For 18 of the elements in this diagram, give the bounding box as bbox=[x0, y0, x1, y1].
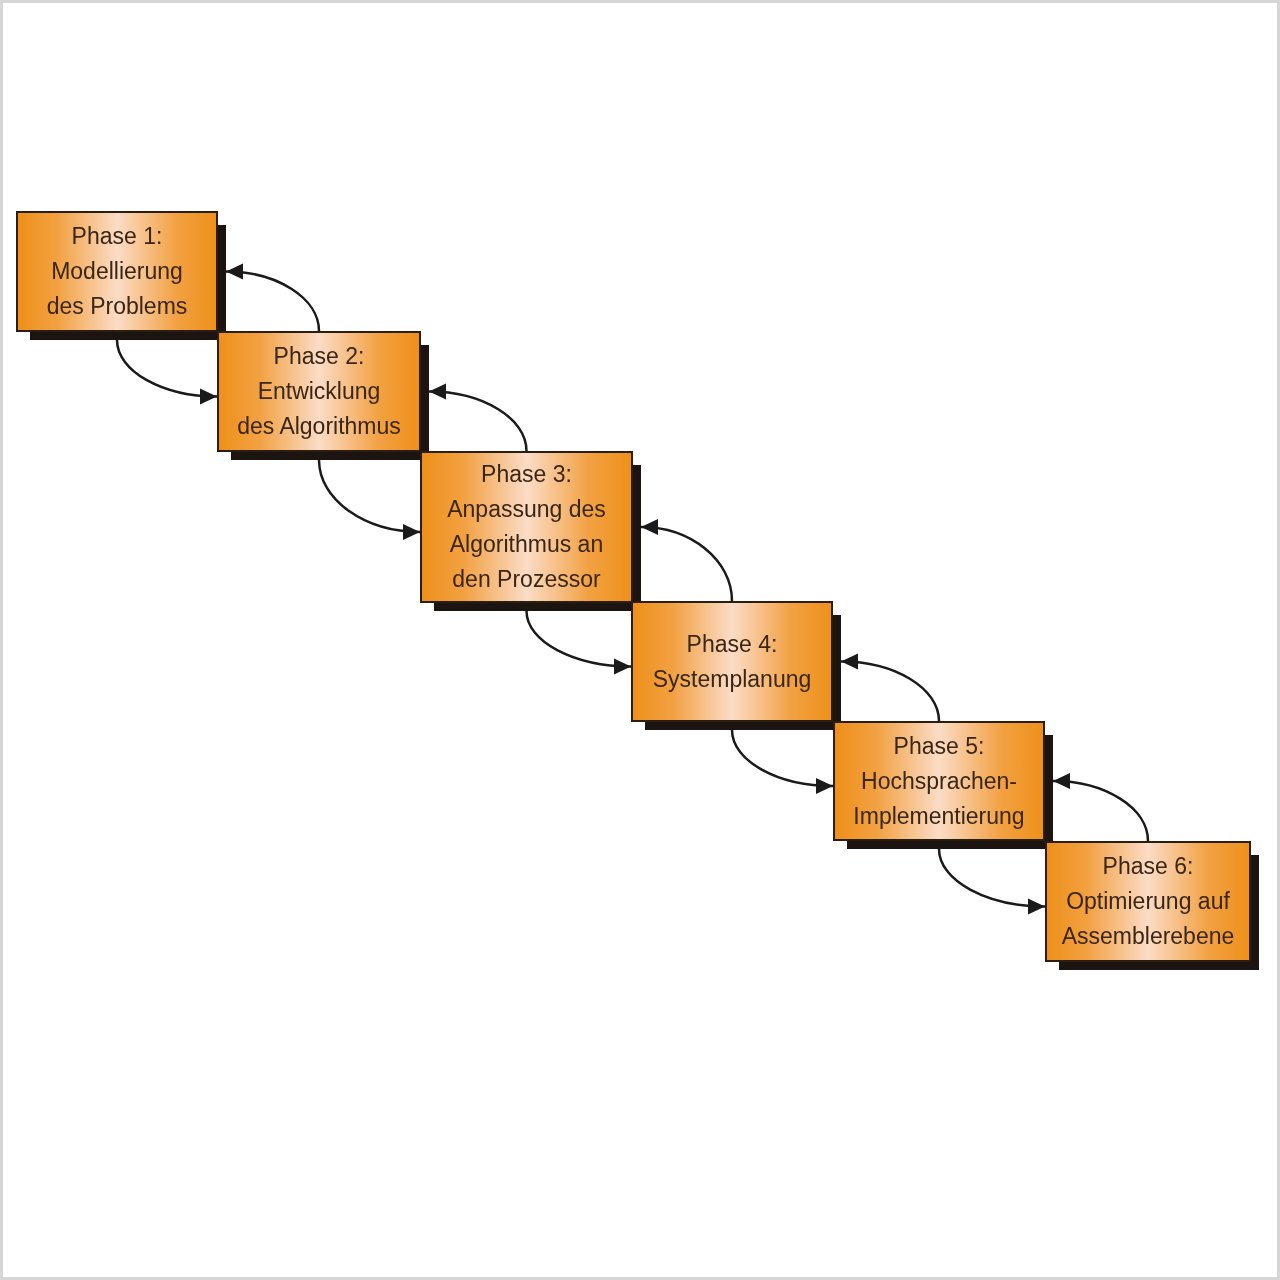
phase-box bbox=[1045, 841, 1259, 970]
phase-box bbox=[631, 601, 841, 730]
phase-heading: Phase 3: bbox=[480, 460, 573, 489]
phase-title: Systemplanung bbox=[651, 664, 813, 694]
phase-title: Anpassung des Algorithmus an den Prozessor bbox=[446, 495, 607, 594]
phase-heading: Phase 1: bbox=[70, 222, 164, 251]
phase-title: Optimierung auf Assemblerebene bbox=[1060, 887, 1236, 951]
phase-title: Hochsprachen-Implementierung bbox=[852, 766, 1026, 831]
phase-box bbox=[420, 451, 641, 611]
phase-title: Modellierung des Problems bbox=[45, 257, 189, 321]
phase-heading: Phase 5: bbox=[892, 731, 986, 761]
phase-heading: Phase 4: bbox=[685, 629, 779, 659]
phase-box bbox=[16, 211, 226, 340]
phase-box bbox=[833, 721, 1053, 849]
phase-box bbox=[217, 331, 429, 460]
phase-heading: Phase 2: bbox=[272, 342, 366, 371]
phase-title: Entwicklung des Algorithmus bbox=[236, 377, 402, 441]
phase-heading: Phase 6: bbox=[1101, 852, 1195, 881]
